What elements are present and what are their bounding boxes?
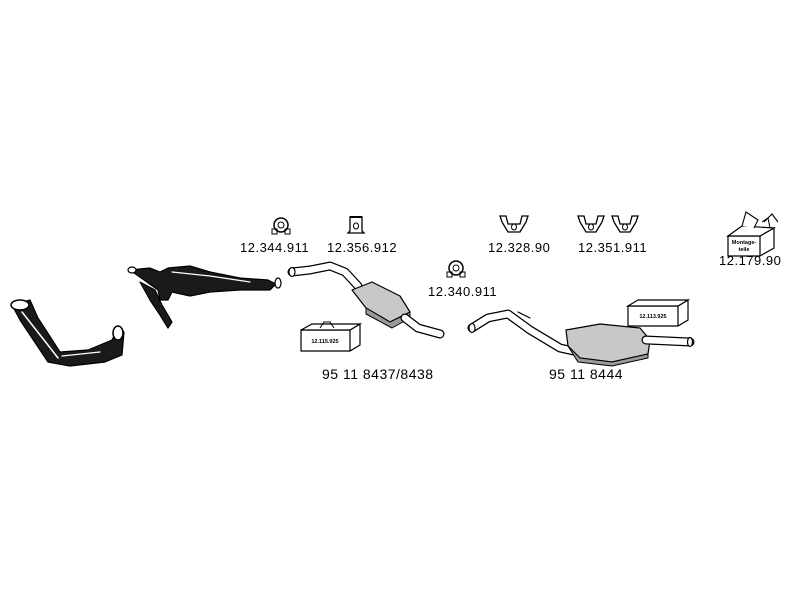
hanger-2-part-number: 12.328.90 xyxy=(488,240,551,255)
clamp-1-part-number: 12.344.911 xyxy=(240,240,310,255)
front-silencer-part[interactable] xyxy=(287,261,445,339)
rubber-hanger-icon[interactable] xyxy=(346,216,366,234)
front-silencer-part-number: 95 11 8437/8438 xyxy=(322,366,434,382)
rubber-hanger-icon[interactable] xyxy=(499,215,529,233)
mounting-kit-part-number: 12.179.90 xyxy=(719,253,782,268)
rear-silencer-part-number: 95 11 8444 xyxy=(549,366,624,382)
clamp-2-part-number: 12.340.911 xyxy=(428,284,498,299)
fitting-kit-box-icon[interactable]: 12.113.925 xyxy=(625,298,691,327)
rear-silencer-part[interactable] xyxy=(467,309,695,367)
mounting-kit-label-line1: Montage- xyxy=(732,240,757,246)
fitting-kit-box-icon[interactable]: 12.115.925 xyxy=(300,321,363,352)
kit-front-number: 12.115.925 xyxy=(311,339,338,345)
mounting-kit-label-line2: teile xyxy=(738,247,749,253)
hanger-3-part-number: 12.351.911 xyxy=(578,240,648,255)
catalytic-converter-part[interactable] xyxy=(127,265,282,329)
mounting-kit-box-icon[interactable]: Montage- teile xyxy=(726,211,779,257)
downpipe-part[interactable] xyxy=(10,299,125,367)
rubber-hanger-icon[interactable] xyxy=(577,215,639,233)
clamp-icon[interactable] xyxy=(446,260,466,278)
clamp-icon[interactable] xyxy=(271,217,291,235)
hanger-1-part-number: 12.356.912 xyxy=(327,240,398,255)
kit-rear-number: 12.113.925 xyxy=(639,314,666,320)
